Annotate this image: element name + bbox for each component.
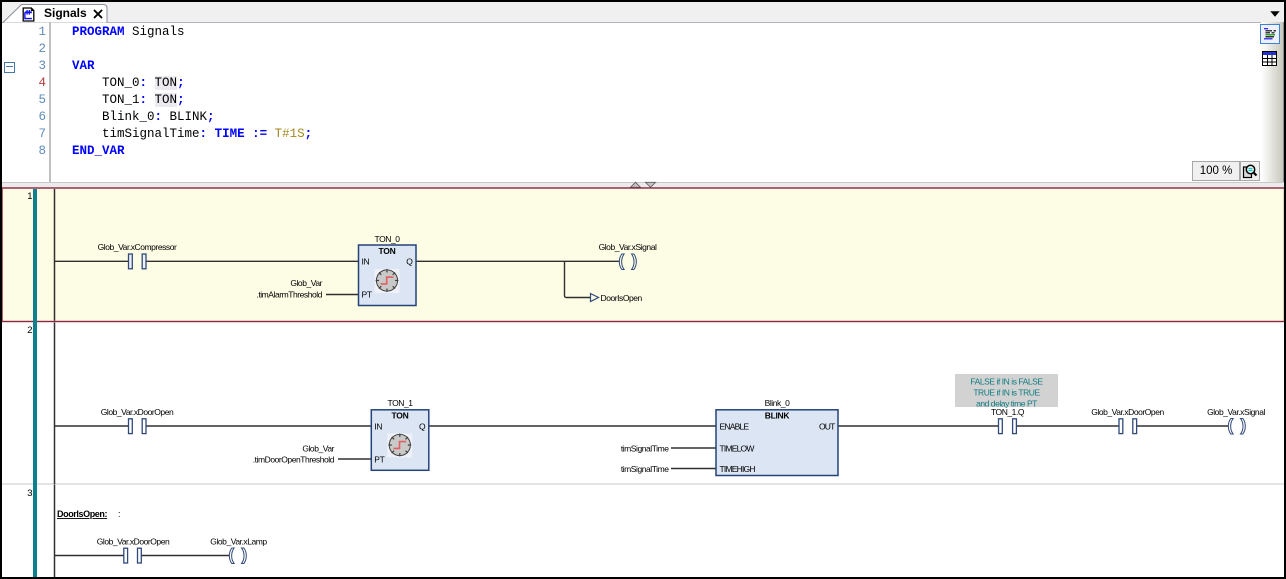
- svg-text:(: (: [229, 545, 235, 564]
- svg-text:DoorIsOpen:: DoorIsOpen:: [57, 509, 108, 519]
- svg-text:TRUE if IN is TRUE: TRUE if IN is TRUE: [973, 388, 1040, 398]
- svg-text:TIMEHIGH: TIMEHIGH: [720, 464, 756, 474]
- svg-text:TON_1: TON_1: [388, 398, 414, 408]
- svg-text:.timAlarmThreshold: .timAlarmThreshold: [256, 290, 322, 300]
- svg-text:3: 3: [27, 488, 32, 499]
- svg-text:(: (: [1228, 416, 1234, 435]
- svg-text:OUT: OUT: [819, 422, 835, 432]
- svg-text:timSignalTime: timSignalTime: [621, 464, 669, 474]
- svg-text:.timDoorOpenThreshold: .timDoorOpenThreshold: [253, 455, 335, 465]
- svg-text:): ): [242, 545, 248, 564]
- svg-text:Blink_0: Blink_0: [765, 398, 790, 408]
- svg-text:Glob_Var.xCompressor: Glob_Var.xCompressor: [98, 242, 177, 252]
- svg-text:TON: TON: [379, 246, 396, 256]
- svg-text:DoorIsOpen: DoorIsOpen: [601, 293, 643, 303]
- svg-text:): ): [632, 251, 638, 270]
- svg-text:and delay time PT: and delay time PT: [976, 399, 1037, 409]
- svg-text:FALSE if IN is FALSE: FALSE if IN is FALSE: [970, 377, 1043, 387]
- svg-text:PT: PT: [362, 290, 372, 300]
- svg-text:Q: Q: [406, 257, 413, 267]
- svg-text:IN: IN: [374, 422, 382, 432]
- svg-text:timSignalTime: timSignalTime: [621, 444, 669, 454]
- svg-text::: :: [118, 509, 121, 519]
- svg-text:1: 1: [27, 191, 32, 202]
- svg-text:2: 2: [27, 325, 32, 336]
- svg-text:PT: PT: [374, 455, 384, 465]
- svg-text:BLINK: BLINK: [765, 411, 791, 421]
- svg-text:ENABLE: ENABLE: [720, 422, 750, 432]
- svg-text:(: (: [619, 251, 625, 270]
- svg-text:): ): [1241, 416, 1247, 435]
- svg-text:Glob_Var: Glob_Var: [302, 444, 334, 454]
- svg-text:Glob_Var.xDoorOpen: Glob_Var.xDoorOpen: [1091, 407, 1164, 417]
- svg-text:Glob_Var.xLamp: Glob_Var.xLamp: [210, 537, 267, 547]
- svg-text:Glob_Var.xDoorOpen: Glob_Var.xDoorOpen: [101, 407, 174, 417]
- svg-text:Glob_Var.xSignal: Glob_Var.xSignal: [1207, 407, 1265, 417]
- svg-text:TON_0: TON_0: [375, 234, 401, 244]
- svg-text:TIMELOW: TIMELOW: [720, 444, 755, 454]
- svg-text:Q: Q: [419, 422, 426, 432]
- svg-text:Glob_Var: Glob_Var: [290, 278, 322, 288]
- svg-text:TON: TON: [392, 411, 409, 421]
- svg-text:IN: IN: [362, 257, 370, 267]
- svg-text:Glob_Var.xSignal: Glob_Var.xSignal: [599, 242, 657, 252]
- svg-text:Glob_Var.xDoorOpen: Glob_Var.xDoorOpen: [97, 537, 170, 547]
- svg-text:TON_1.Q: TON_1.Q: [991, 407, 1025, 417]
